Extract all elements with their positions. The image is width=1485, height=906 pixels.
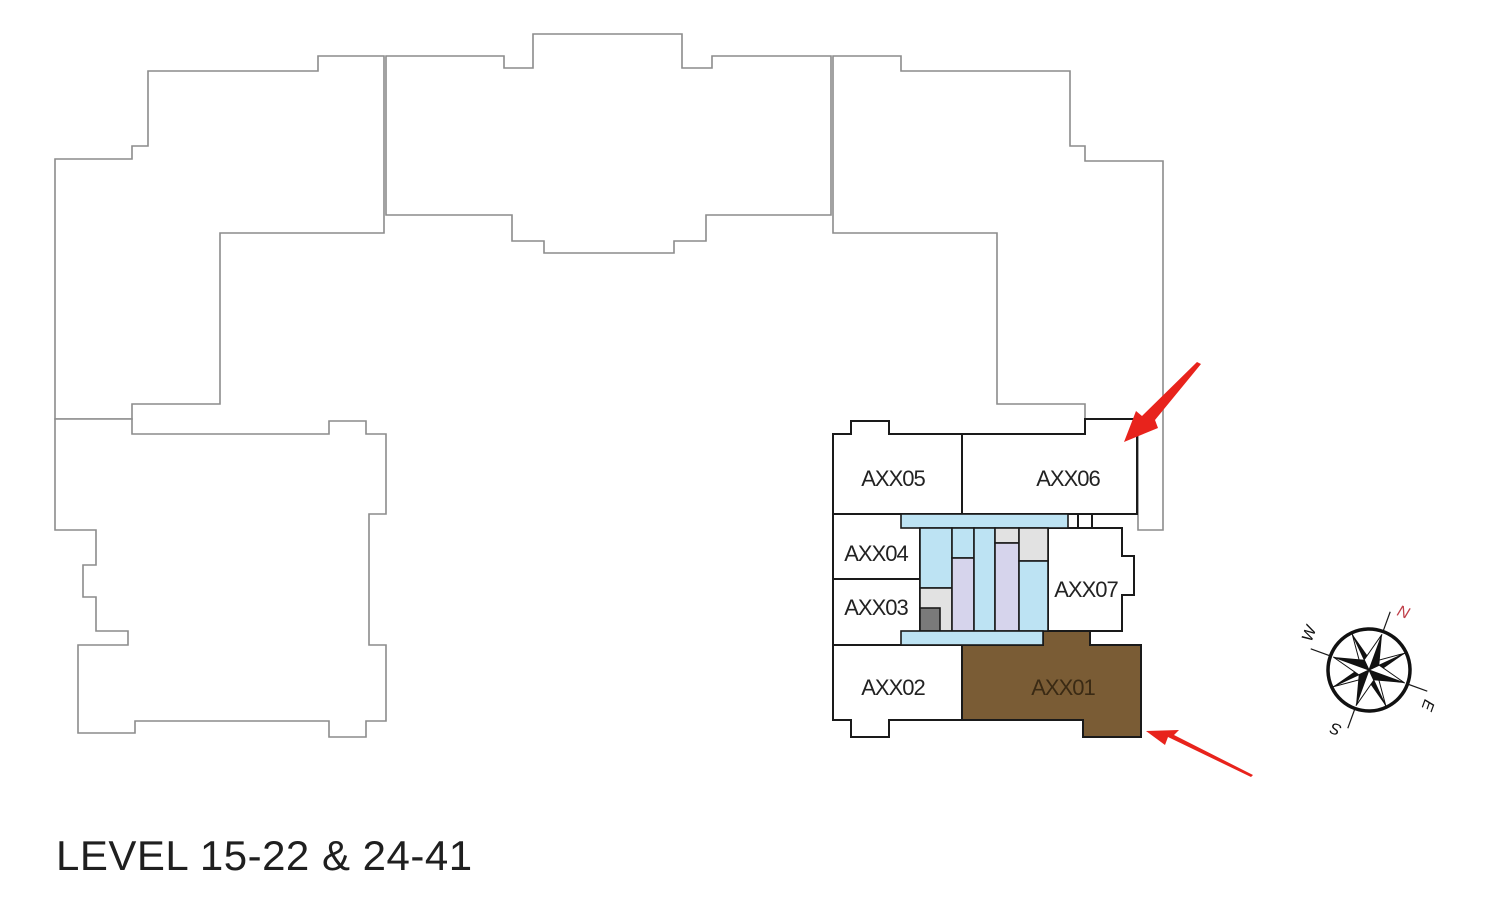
core-stair-top [1018, 527, 1049, 562]
level-title: LEVEL 15-22 & 24-41 [56, 832, 473, 879]
unit-label-AXX03: AXX03 [844, 595, 908, 620]
wing-northeast [832, 55, 1164, 531]
building-outlines [54, 33, 1164, 738]
core-corridor-top [900, 513, 1069, 529]
building-core [900, 513, 1069, 646]
wing-southwest [54, 418, 387, 738]
compass-west-label: W [1299, 622, 1321, 644]
annotation-arrows [1124, 362, 1253, 777]
wing-northwest [54, 55, 385, 420]
wing-north-center [385, 33, 832, 254]
core-corridor-bottom [900, 630, 1044, 646]
core-lobby [919, 527, 953, 589]
arrow-icon [1124, 362, 1201, 442]
unit-AXX04[interactable] [832, 513, 921, 580]
core-elevator-3-top [994, 527, 1020, 544]
unit-label-AXX02: AXX02 [861, 675, 925, 700]
core-elevator-2 [973, 527, 996, 632]
core-elevator-1-top [951, 527, 975, 559]
unit-label-AXX04: AXX04 [844, 541, 908, 566]
unit-label-AXX06: AXX06 [1036, 466, 1100, 491]
unit-label-AXX01: AXX01 [1031, 675, 1095, 700]
compass-east-label: E [1417, 697, 1437, 713]
core-stair [1018, 560, 1049, 632]
compass-rose-icon [1310, 611, 1428, 729]
compass-south-label: S [1328, 718, 1344, 738]
unit-label-AXX05: AXX05 [861, 466, 925, 491]
compass-north-label: N [1395, 603, 1412, 623]
unit-label-AXX07: AXX07 [1054, 577, 1118, 602]
core-elevator-3 [994, 542, 1020, 632]
core-shaft [919, 607, 941, 632]
unit-labels: AXX05 AXX06 AXX04 AXX03 AXX07 AXX02 AXX0… [844, 466, 1119, 700]
arrow-icon [1146, 730, 1253, 777]
core-elevator-1 [951, 557, 975, 632]
